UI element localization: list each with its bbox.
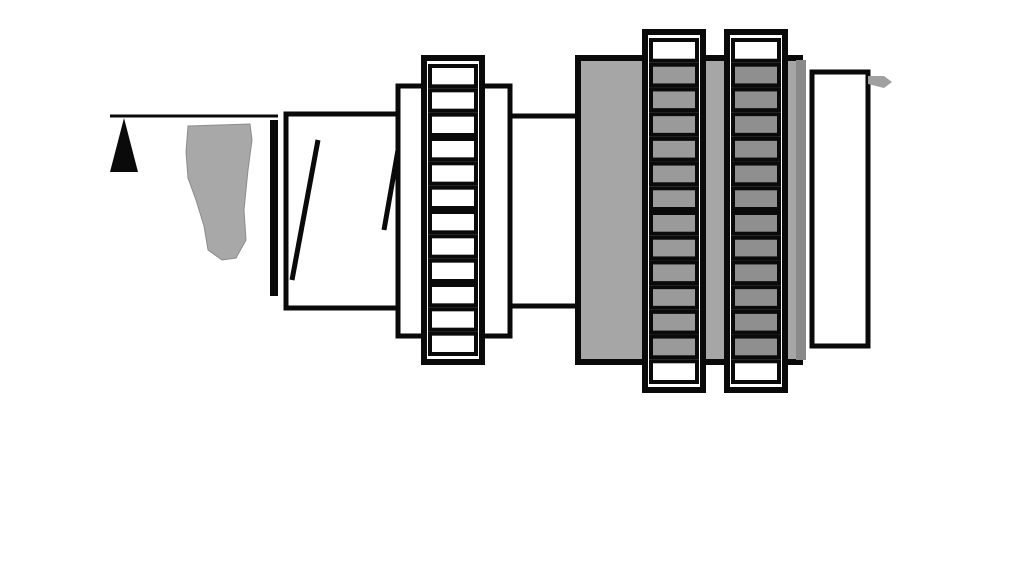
gear-slot: [649, 260, 699, 286]
gear-slot: [428, 258, 478, 283]
gear-slot: [428, 112, 478, 137]
shaded-blob: [185, 123, 253, 261]
gear-slot: [649, 211, 699, 236]
gear-slot: [649, 87, 699, 113]
gear-slot: [649, 62, 699, 88]
ground-marker: [110, 114, 278, 172]
gear-slot: [649, 309, 699, 335]
gear-slot: [649, 334, 699, 360]
gear-small: [421, 55, 485, 365]
gear-slot: [731, 38, 781, 63]
ground-triangle-icon: [110, 118, 138, 172]
gear-slot: [731, 112, 781, 137]
gear-slot: [649, 112, 699, 137]
gear-slot: [731, 260, 781, 286]
gear-slot: [649, 235, 699, 261]
gear-large-2: [724, 29, 788, 393]
shaft: [510, 113, 578, 309]
gear-slot: [428, 88, 478, 113]
bearing-plate: [270, 120, 278, 296]
gear-slot: [731, 136, 781, 162]
gear-slot: [649, 38, 699, 63]
gear-slot: [731, 186, 781, 212]
diagonal-stroke: [289, 139, 321, 281]
gear-slot: [731, 285, 781, 310]
gear-slot: [731, 334, 781, 360]
gear-slot: [428, 307, 478, 332]
gear-slot: [428, 161, 478, 186]
gear-slot: [731, 161, 781, 187]
gear-slot: [731, 309, 781, 335]
gear-slot: [731, 235, 781, 261]
end-plate: [796, 60, 892, 360]
gear-slot: [731, 87, 781, 113]
gear-slot: [649, 359, 699, 384]
gear-slot: [428, 64, 478, 89]
gear-slot: [428, 185, 478, 211]
gear-slot: [428, 234, 478, 259]
gear-slot: [649, 285, 699, 310]
gear-slot: [649, 186, 699, 212]
gear-slot: [428, 331, 478, 356]
gear-slot: [649, 136, 699, 162]
end-plate-nub: [868, 76, 892, 88]
gear-slot: [649, 161, 699, 187]
gear-slot: [731, 211, 781, 236]
gear-slot: [428, 210, 478, 235]
gear-slot: [731, 359, 781, 384]
gear-slot: [731, 62, 781, 88]
gear-large-1: [642, 29, 706, 393]
gear-slot: [428, 283, 478, 308]
gear-slot: [428, 137, 478, 162]
housing-left: [283, 83, 513, 339]
